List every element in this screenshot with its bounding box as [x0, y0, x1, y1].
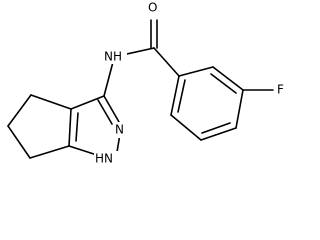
- bond-benzene-3: [235, 89, 244, 129]
- bond-c6a-c3a-2: [75, 112, 79, 142]
- bond-c4-c5: [7, 94, 32, 127]
- atom-oxygen: O: [148, 1, 157, 15]
- bond-benzene-inner-2: [201, 122, 231, 134]
- bond-benzene-5: [170, 114, 202, 141]
- chemical-structure: O NH F N HN: [7, 0, 290, 167]
- bond-benzene-2: [212, 66, 244, 91]
- bonds: [7, 19, 274, 159]
- bond-c3-c3a: [70, 95, 105, 110]
- bond-carbonyl-nh: [126, 47, 155, 55]
- atom-fluorine: F: [277, 83, 284, 97]
- bond-benzene-4: [200, 127, 237, 141]
- bond-nh-c3: [103, 61, 114, 97]
- bond-benzene-inner-1: [210, 73, 237, 94]
- atom-pyrazole-n1h: HN: [95, 152, 113, 166]
- bond-c5-c6: [7, 125, 31, 159]
- bond-benzene-6: [170, 75, 180, 116]
- bond-c3a-c4: [30, 94, 72, 110]
- bond-benzene-inner-3: [177, 79, 186, 113]
- bond-carbonyl-ring: [153, 47, 180, 77]
- atom-labels: O NH F N HN: [94, 0, 290, 167]
- bond-c3-n2-1: [103, 95, 120, 123]
- atom-pyrazole-n2: N: [115, 123, 124, 137]
- bond-c6-c6a: [29, 145, 70, 159]
- atom-amide-nitrogen: NH: [104, 50, 122, 64]
- bond-c6a-c3a-1: [68, 108, 72, 147]
- bond-benzene-1: [178, 66, 214, 77]
- bond-c3-n2-2: [97, 99, 113, 125]
